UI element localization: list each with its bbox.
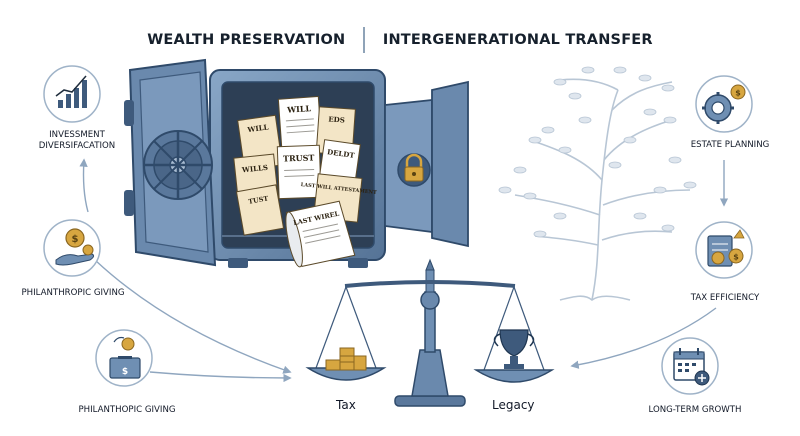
label-investment-diversification: INVESSMENT DIVERSIFACATION — [38, 130, 116, 151]
donation-box-icon: $ — [109, 336, 141, 379]
long-term-growth-node — [661, 337, 719, 395]
title-intergenerational-transfer: INTERGENERATIONAL TRANSFER — [382, 32, 653, 48]
trophy-urn-icon — [493, 329, 535, 369]
svg-text:TUST: TUST — [248, 194, 269, 205]
coin-hand-icon: $ — [55, 228, 95, 266]
label-long-term-growth: LONG-TERM GROWTH — [648, 405, 742, 415]
vault-dial-icon — [143, 130, 213, 200]
scale-label-tax: Tax — [336, 398, 356, 412]
svg-text:TRUST: TRUST — [283, 152, 315, 163]
scale-label-legacy: Legacy — [492, 398, 535, 412]
philanthropic-giving-node: $ — [43, 219, 101, 277]
tax-efficiency-node: $ — [695, 221, 753, 279]
title-bar: WEALTH PRESERVATION INTERGENERATIONAL TR… — [0, 27, 800, 53]
svg-text:EDS: EDS — [328, 114, 345, 124]
title-divider — [363, 27, 365, 53]
svg-text:WILL: WILL — [246, 122, 269, 134]
document-will-2: WILL — [277, 95, 323, 154]
document-trust: TRUST — [276, 144, 322, 200]
label-estate-planning: ESTATE PLANNING — [690, 140, 770, 150]
estate-planning-node: $ — [695, 75, 753, 133]
investment-diversification-node — [43, 65, 101, 123]
balance-scale — [305, 258, 555, 407]
svg-text:WILLS: WILLS — [241, 163, 269, 175]
document-tust: TUST — [235, 184, 285, 236]
label-tax-efficiency: TAX EFFICIENCY — [690, 293, 760, 303]
document-coins-icon: $ — [707, 229, 745, 267]
title-wealth-preservation: WEALTH PRESERVATION — [147, 32, 346, 48]
vault-safe: WILL WILL EDS WILLS TRUST D — [124, 58, 469, 268]
document-deldt: DELDT — [318, 139, 361, 185]
document-last-will-scroll: LAST WIREL — [285, 200, 356, 268]
family-tree-illustration — [498, 66, 697, 302]
chart-icon — [55, 75, 87, 108]
label-philanthopic-giving: PHILANTHOPIC GIVING — [78, 405, 176, 415]
svg-text:$: $ — [735, 89, 741, 98]
gear-dollar-icon: $ — [702, 84, 746, 124]
svg-text:$: $ — [733, 253, 739, 262]
right-cycle-arrows — [570, 160, 729, 369]
calendar-icon — [673, 348, 710, 386]
left-cycle-arrows — [79, 158, 292, 383]
svg-text:$: $ — [122, 367, 128, 377]
vault-documents: WILL WILL EDS WILLS TRUST D — [233, 95, 377, 268]
padlock-icon — [397, 153, 431, 187]
svg-text:WILL: WILL — [286, 103, 312, 115]
label-philanthropic-giving: PHILANTHROPIC GIVING — [21, 288, 125, 298]
philanthopic-giving-node: $ — [95, 329, 153, 387]
svg-text:DELDT: DELDT — [327, 147, 356, 160]
svg-text:$: $ — [72, 234, 79, 245]
gold-coins-icon — [325, 347, 367, 371]
